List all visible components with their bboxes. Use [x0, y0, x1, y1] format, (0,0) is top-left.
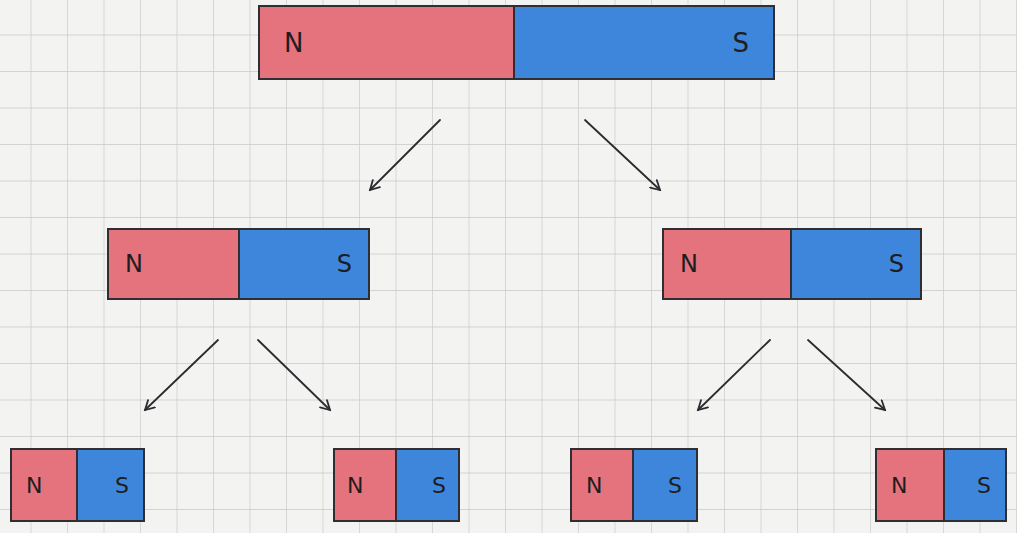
north-pole: N	[664, 230, 792, 298]
north-pole: N	[109, 230, 240, 298]
split-arrow	[808, 340, 885, 410]
bar-magnet: NS	[258, 5, 775, 80]
split-arrow	[145, 340, 218, 410]
split-arrow	[585, 120, 660, 190]
south-pole: S	[634, 450, 696, 520]
split-arrow	[698, 340, 770, 410]
bar-magnet: NS	[333, 448, 460, 522]
south-pole: S	[515, 7, 773, 78]
south-pole: S	[945, 450, 1005, 520]
split-arrow	[258, 340, 330, 410]
north-pole: N	[572, 450, 634, 520]
north-pole: N	[260, 7, 515, 78]
bar-magnet: NS	[662, 228, 922, 300]
north-pole: N	[877, 450, 945, 520]
bar-magnet: NS	[107, 228, 370, 300]
north-pole: N	[335, 450, 397, 520]
bar-magnet: NS	[875, 448, 1007, 522]
north-pole: N	[12, 450, 78, 520]
south-pole: S	[792, 230, 920, 298]
bar-magnet: NS	[10, 448, 145, 522]
south-pole: S	[397, 450, 458, 520]
south-pole: S	[78, 450, 143, 520]
bar-magnet: NS	[570, 448, 698, 522]
split-arrow	[370, 120, 440, 190]
south-pole: S	[240, 230, 368, 298]
